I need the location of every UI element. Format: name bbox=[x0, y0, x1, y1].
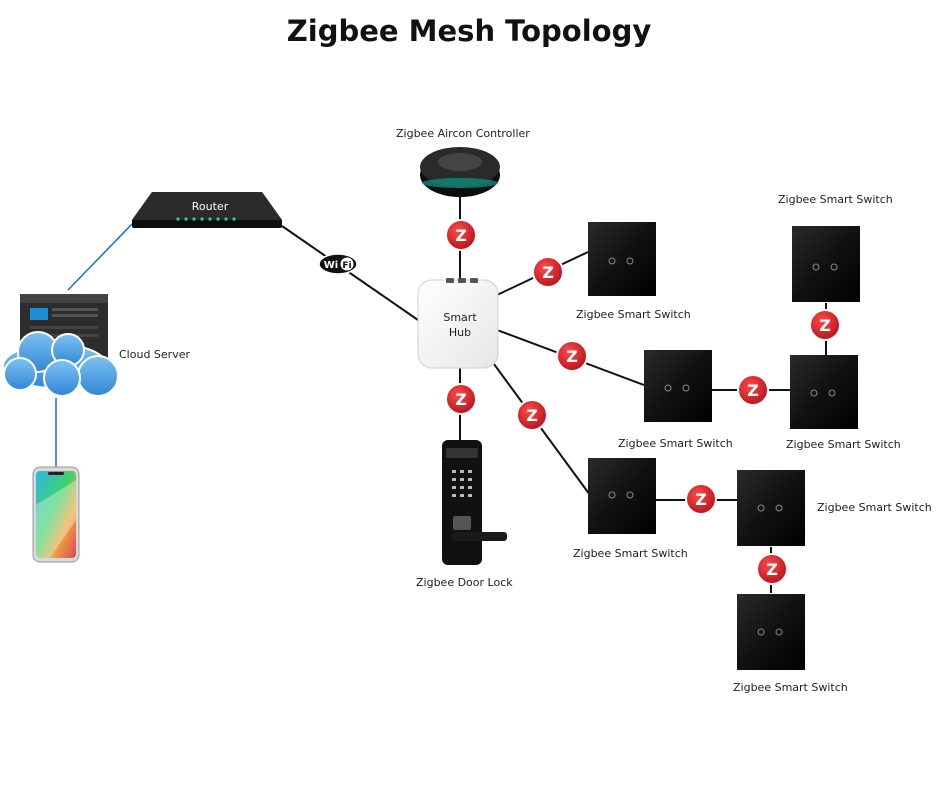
router-label: Router bbox=[192, 200, 229, 213]
smart-switch-3-icon bbox=[644, 350, 712, 422]
door-lock-label: Zigbee Door Lock bbox=[416, 576, 513, 589]
switch-7-label: Zigbee Smart Switch bbox=[733, 681, 848, 694]
smart-switch-1-icon bbox=[588, 222, 656, 296]
switch-3-label: Zigbee Smart Switch bbox=[618, 437, 733, 450]
wifi-label-left: Wi bbox=[324, 260, 338, 271]
aircon-label: Zigbee Aircon Controller bbox=[396, 127, 530, 140]
zigbee-icon: Z bbox=[685, 483, 717, 515]
smart-switch-5-icon bbox=[588, 458, 656, 534]
zigbee-icon: Z bbox=[809, 309, 841, 341]
smart-switch-4-icon bbox=[790, 355, 858, 429]
switch-1-label: Zigbee Smart Switch bbox=[576, 308, 691, 321]
cloud-connections bbox=[55, 223, 133, 470]
zigbee-glyph: Z bbox=[542, 263, 554, 282]
router-server-link bbox=[67, 223, 133, 291]
zigbee-icon: Z bbox=[556, 340, 588, 372]
door-lock-icon bbox=[442, 440, 507, 565]
zigbee-glyph: Z bbox=[766, 560, 778, 579]
zigbee-icon: Z bbox=[737, 374, 769, 406]
router: Router bbox=[132, 192, 282, 228]
zigbee-icon: Z bbox=[516, 399, 548, 431]
zigbee-glyph: Z bbox=[455, 226, 467, 245]
zigbee-icon: Z bbox=[532, 256, 564, 288]
zigbee-glyph: Z bbox=[526, 406, 538, 425]
zigbee-icon: Z bbox=[445, 383, 477, 415]
diagram-title: Zigbee Mesh Topology bbox=[286, 14, 652, 48]
switch-4-label: Zigbee Smart Switch bbox=[786, 438, 901, 451]
zigbee-icon: Z bbox=[756, 553, 788, 585]
zigbee-icon: Z bbox=[445, 219, 477, 251]
smart-switch-2-icon bbox=[792, 226, 860, 302]
zigbee-glyph: Z bbox=[566, 347, 578, 366]
zigbee-glyph: Z bbox=[455, 390, 467, 409]
zigbee-badges: Z Z Z Z Z Z Z Z bbox=[445, 219, 841, 585]
zigbee-glyph: Z bbox=[747, 381, 759, 400]
hub-label-line2: Hub bbox=[449, 326, 471, 339]
aircon-controller-icon bbox=[420, 147, 500, 197]
router-leds-icon bbox=[176, 217, 236, 221]
router-hub-link bbox=[281, 225, 419, 321]
wifi-icon: Wi Fi bbox=[318, 253, 358, 275]
smart-hub-icon: Smart Hub bbox=[417, 278, 499, 369]
cloud-icon bbox=[2, 331, 119, 397]
smart-switch-7-icon bbox=[737, 594, 805, 670]
zigbee-glyph: Z bbox=[819, 316, 831, 335]
smartphone-icon bbox=[32, 466, 80, 563]
wifi-label-right: Fi bbox=[342, 261, 351, 271]
switch-6-label: Zigbee Smart Switch bbox=[817, 501, 932, 514]
smart-switch-6-icon bbox=[737, 470, 805, 546]
switch-2-label: Zigbee Smart Switch bbox=[778, 193, 893, 206]
switch-5-label: Zigbee Smart Switch bbox=[573, 547, 688, 560]
cloud-server-label: Cloud Server bbox=[119, 348, 190, 361]
zigbee-glyph: Z bbox=[695, 490, 707, 509]
hub-label-line1: Smart bbox=[443, 311, 477, 324]
